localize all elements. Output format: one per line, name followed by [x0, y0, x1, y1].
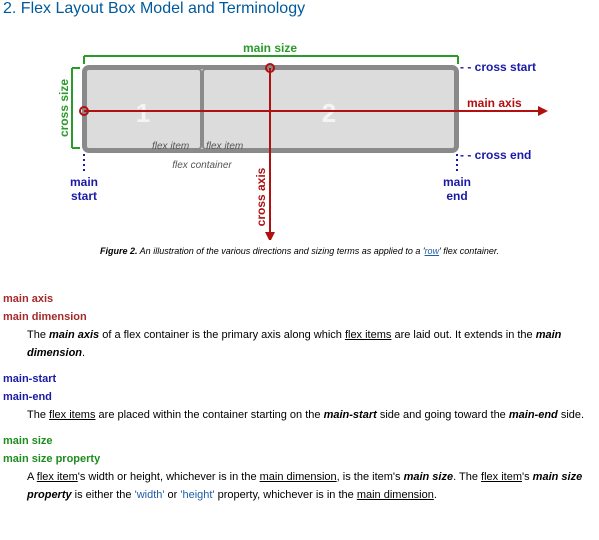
main-size-label: main size — [243, 41, 297, 55]
main-axis-label: main axis — [467, 96, 522, 110]
cross-end-label: - - cross end — [460, 148, 531, 162]
definition-main-axis: The main axis of a flex container is the… — [27, 329, 562, 359]
cross-size-label: cross size — [57, 79, 71, 137]
link-flex-item[interactable]: flex item — [481, 471, 523, 483]
term-main-end: main-end — [3, 391, 52, 403]
flex-item-1-number: 1 — [136, 98, 150, 128]
link-flex-items[interactable]: flex items — [49, 409, 96, 421]
page-heading: 2. Flex Layout Box Model and Terminology — [3, 0, 306, 17]
caption-row-link[interactable]: row — [424, 246, 440, 256]
flex-box-diagram: main size cross size 1 2 flex item flex … — [57, 41, 548, 240]
flex-item-2-number: 2 — [322, 98, 336, 128]
main-start-label-line1: main — [70, 175, 98, 189]
definition-main-start-end: The flex items are placed within the con… — [27, 409, 585, 421]
cross-size-bracket — [71, 67, 80, 149]
cross-axis-arrow — [265, 63, 275, 240]
caption-text-end: ' flex container. — [439, 246, 499, 256]
link-height-property[interactable]: 'height' — [180, 489, 215, 501]
flex-item-2-label: flex item — [206, 141, 243, 152]
flex-item-1-label: flex item — [152, 141, 189, 152]
main-end-label-line1: main — [443, 175, 471, 189]
main-end-label-line2: end — [446, 189, 467, 203]
link-main-dimension[interactable]: main dimension — [356, 489, 434, 501]
main-axis-arrow — [79, 106, 548, 116]
definition-main-size: A flex item's width or height, whichever… — [27, 471, 583, 501]
link-width-property[interactable]: 'width' — [134, 489, 165, 501]
caption-label: Figure 2. — [100, 246, 138, 256]
main-size-bracket — [83, 55, 459, 64]
term-main-dimension: main dimension — [3, 311, 87, 323]
term-main-size-property: main size property — [3, 453, 101, 465]
link-flex-items[interactable]: flex items — [344, 329, 392, 341]
cross-start-label: - - cross start — [460, 60, 536, 74]
flex-container-label: flex container — [172, 160, 232, 171]
term-main-start: main-start — [3, 373, 57, 385]
term-main-size: main size — [3, 435, 53, 447]
cross-axis-label: cross axis — [254, 167, 268, 226]
definitions-list: main axis main dimension The main axis o… — [3, 290, 595, 512]
link-flex-item[interactable]: flex item — [36, 471, 78, 483]
flex-item-1-box — [85, 68, 202, 150]
main-start-label-line2: start — [71, 189, 97, 203]
flex-item-2-box — [202, 68, 456, 150]
caption-text: An illustration of the various direction… — [137, 246, 425, 256]
figure-caption: Figure 2. An illustration of the various… — [0, 246, 599, 256]
link-main-dimension[interactable]: main dimension — [259, 471, 337, 483]
term-main-axis: main axis — [3, 293, 54, 305]
